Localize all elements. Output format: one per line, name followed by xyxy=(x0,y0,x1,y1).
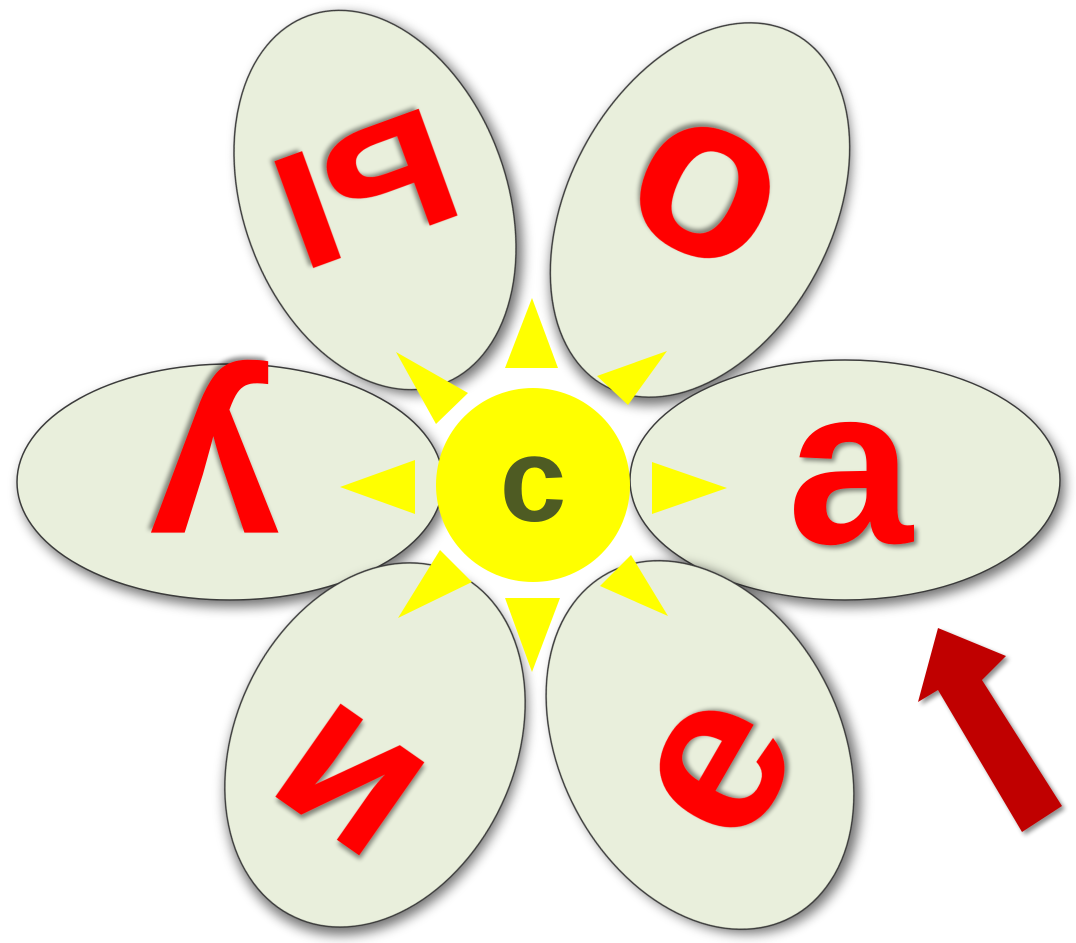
petal-letter-right: а xyxy=(787,339,914,591)
petal-letter-left: у xyxy=(150,359,281,622)
flower-center: с xyxy=(436,388,630,582)
arrow-up-left-icon xyxy=(918,628,1062,832)
center-letter: с xyxy=(500,413,567,547)
sun-ray xyxy=(505,298,558,368)
